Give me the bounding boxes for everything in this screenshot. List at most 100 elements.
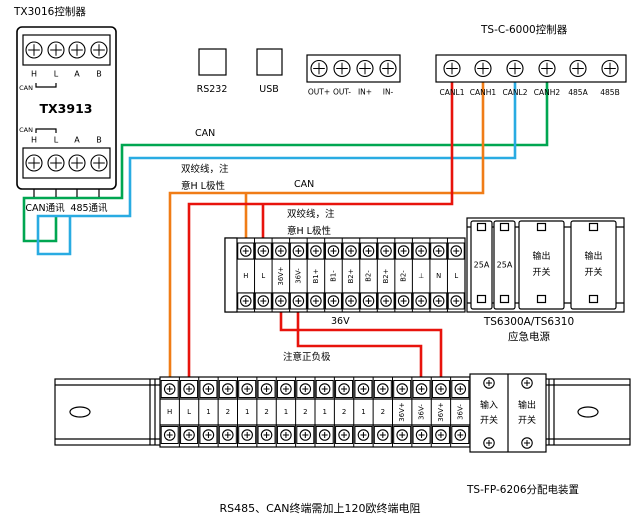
switch-column-label: 输入 [480, 399, 498, 411]
terminal: B1+ [307, 242, 325, 310]
breaker-module [493, 220, 516, 310]
module-label: 输出 [532, 250, 550, 262]
terminal: ⊥ [412, 242, 430, 310]
terminal: B2- [395, 242, 413, 310]
terminal: 2 [373, 380, 392, 444]
terminal: 36V+ [272, 242, 290, 310]
terminal-label: L [54, 70, 59, 79]
terminal-label: B1- [329, 270, 337, 282]
terminal-label: IN+ [358, 88, 372, 97]
tx-can-comm-label: CAN通讯 [25, 203, 65, 214]
terminal-label: OUT- [333, 88, 351, 97]
module-terminal [536, 294, 547, 304]
rs232-connector: RS232 [197, 48, 228, 95]
terminal-label: H [243, 272, 248, 280]
terminal: 2 [257, 380, 276, 444]
terminal-label: 485B [600, 88, 619, 97]
terminal-label: B [96, 70, 102, 79]
switch-column-label: 开关 [518, 414, 536, 426]
terminal-label: CANH1 [470, 88, 497, 97]
module-label: 开关 [532, 266, 550, 278]
module-label: 25A [497, 261, 513, 270]
terminal-label: 2 [342, 408, 346, 416]
tx-terminals-bottom [25, 154, 108, 172]
terminal: 1 [238, 380, 257, 444]
terminal: 1 [315, 380, 334, 444]
terminal-label: B [96, 136, 102, 145]
terminal: B2+ [342, 242, 360, 310]
polarity-note: 注意正负极 [283, 351, 331, 363]
wire-canh1-orange [168, 82, 485, 389]
terminal-label: 1 [206, 408, 210, 416]
tx-can-label-top: CAN [19, 84, 33, 92]
terminal-label: N [436, 272, 441, 280]
terminal-label: IN- [383, 88, 394, 97]
tsc-terminals [443, 59, 619, 78]
terminal: L [254, 242, 272, 310]
tx-model-label: TX3913 [40, 101, 93, 116]
terminal: H [237, 242, 255, 310]
terminal: 36V- [451, 380, 470, 444]
terminal-label: CANL1 [440, 88, 465, 97]
terminal-label: ⊥ [418, 272, 424, 280]
terminal-label: L [187, 408, 191, 416]
rs232-port [198, 48, 227, 76]
module-label: 开关 [584, 266, 602, 278]
terminal-label: 36V- [418, 404, 426, 420]
terminal: N [430, 242, 448, 310]
terminal: B1- [324, 242, 342, 310]
module-terminal [588, 222, 599, 232]
rs232-label: RS232 [197, 84, 228, 95]
terminal-label: A [74, 136, 80, 145]
module-terminal [499, 294, 510, 304]
module-terminal [476, 294, 487, 304]
wires [22, 82, 549, 389]
terminal-label: B2+ [347, 269, 355, 284]
module-terminal [476, 222, 487, 232]
terminal: 2 [296, 380, 315, 444]
tx-can-label-bottom: CAN [19, 126, 33, 134]
switch-column-label: 开关 [480, 414, 498, 426]
terminal-label: 36V- [456, 404, 464, 420]
terminal-label: 36V- [294, 268, 302, 284]
footer-note: RS485、CAN终端需加上120欧终端电阻 [219, 501, 420, 515]
terminal-label: B2- [400, 270, 408, 282]
io-terminal-labels: OUT+OUT-IN+IN- [308, 88, 394, 97]
module-label: 输出 [584, 250, 602, 262]
middle-strip-endcap [224, 237, 238, 313]
wire-36v-plus-red [279, 311, 443, 389]
terminal-label: 485A [568, 88, 588, 97]
switch-module [518, 220, 565, 310]
terminal-label: H [31, 136, 37, 145]
module-terminal [588, 294, 599, 304]
module-terminal [536, 222, 547, 232]
terminal-label: B1+ [312, 269, 320, 284]
terminal-label: 1 [245, 408, 249, 416]
mounting-hole [69, 406, 91, 418]
io-terminal-block: OUT+OUT-IN+IN- [306, 54, 401, 97]
terminal-label: L [261, 272, 265, 280]
terminal: 2 [218, 380, 237, 444]
terminal-label: 36V+ [277, 267, 285, 286]
emergency-power-model: TS6300A/TS6310 [483, 316, 574, 328]
tx-terminals-top [25, 41, 108, 59]
terminal: B2- [360, 242, 378, 310]
tx-485-comm-label: 485通讯 [70, 203, 108, 214]
terminal: 36V+ [393, 380, 412, 444]
terminal: 36V+ [431, 380, 450, 444]
io-terminals [310, 59, 397, 78]
terminal-label: CANL2 [503, 88, 528, 97]
module-label: 25A [474, 261, 490, 270]
twisted-pair-note-1-line1: 双绞线，注 [181, 163, 229, 175]
terminal: 1 [276, 380, 295, 444]
terminal: 36V- [412, 380, 431, 444]
